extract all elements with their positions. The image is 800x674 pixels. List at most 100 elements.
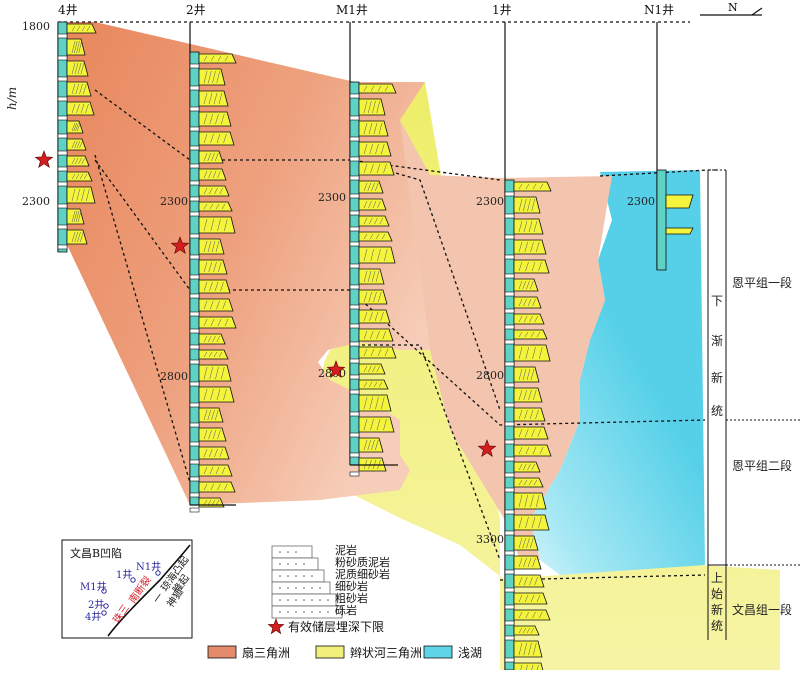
lithology-legend-grain [279, 611, 281, 613]
bed-texture-mark [209, 466, 214, 475]
sandstone-bed-1 [513, 329, 548, 340]
mudstone-thin-bed-2 [189, 459, 200, 465]
bed-texture-mark [212, 170, 217, 179]
bed-texture-mark [525, 446, 530, 455]
sandstone-bed-2 [198, 168, 227, 181]
depth-1-2800: 2800 [476, 369, 504, 382]
bed-texture-mark [518, 346, 523, 360]
mudstone-thin-bed-m1 [349, 136, 360, 142]
mudstone-thin-bed-2 [189, 180, 200, 186]
sandstone-bed-m1 [358, 416, 395, 433]
bed-texture-mark [518, 537, 523, 549]
bed-texture-mark [215, 409, 219, 421]
bed-texture-mark [85, 103, 89, 114]
well-name-1: 1井 [492, 3, 512, 17]
bed-texture-mark [518, 576, 523, 586]
bed-texture-mark [218, 92, 223, 105]
bed-texture-mark [203, 133, 208, 144]
north-arrow: N [700, 1, 763, 16]
bed-texture-mark [86, 188, 90, 202]
bed-texture-mark [530, 368, 535, 381]
depth-4-1800: 1800 [22, 20, 50, 33]
mudstone-thin-bed-1 [504, 620, 515, 626]
shallow-lake-area [530, 170, 705, 575]
bed-texture-mark [531, 428, 535, 438]
mudstone-thin-bed-4 [57, 55, 68, 61]
bed-texture-mark [212, 429, 217, 440]
lithology-legend-grain [287, 575, 289, 577]
bed-texture-mark [203, 170, 208, 179]
bed-texture-mark [532, 346, 536, 360]
bed-texture-mark [370, 330, 374, 340]
legend-shallow-lake: 浅湖 [458, 645, 482, 660]
bed-texture-mark [217, 483, 221, 491]
bed-texture-mark [213, 92, 218, 105]
sandstone-bed-m1 [358, 309, 391, 324]
bed-texture-mark [374, 311, 379, 322]
mudstone-thin-bed-1 [504, 308, 515, 314]
bed-texture-mark [527, 463, 531, 471]
bed-texture-mark [374, 217, 378, 225]
bed-texture-mark [363, 291, 368, 303]
bed-texture-mark [384, 85, 389, 92]
mudstone-thin-bed-1 [504, 324, 515, 330]
legend-braided-delta: 辫状河三角洲 [350, 646, 422, 660]
bed-texture-mark [75, 173, 80, 180]
bed-texture-mark [77, 122, 81, 132]
bed-texture-mark [525, 261, 529, 272]
mudstone-thin-bed-1 [504, 657, 515, 663]
sandstone-bed-1 [513, 492, 547, 510]
sandstone-bed-m1 [358, 328, 394, 342]
sandstone-bed-2 [198, 53, 237, 64]
bed-texture-mark [537, 428, 541, 438]
depth-2-2800: 2800 [160, 370, 188, 383]
series-lower-1: 下 [711, 294, 723, 308]
bed-texture-mark [76, 188, 80, 202]
sandstone-bed-1 [513, 592, 548, 605]
sandstone-bed-2 [198, 150, 224, 164]
bed-texture-mark [203, 113, 208, 125]
bed-texture-mark [217, 55, 222, 62]
bed-texture-mark [203, 152, 208, 162]
bed-texture-mark [203, 92, 208, 105]
bed-texture-mark [217, 170, 221, 179]
bed-texture-mark [372, 100, 376, 114]
bed-texture-mark [214, 281, 219, 292]
series-upper-4: 统 [711, 619, 723, 633]
mudstone-thin-bed-m1 [349, 115, 360, 121]
bed-texture-mark [529, 576, 533, 586]
lithology-legend-grain [295, 563, 297, 565]
lithology-legend: 泥岩 粉砂质泥岩 泥质细砂岩 细砂岩 粗砂岩 砾岩 [271, 543, 390, 619]
bed-texture-mark [218, 261, 222, 273]
bed-texture-mark [208, 170, 212, 179]
bed-texture-mark [527, 298, 532, 307]
bed-texture-mark [363, 143, 368, 155]
bed-texture-mark [518, 557, 523, 568]
legend-fine-sandstone: 细砂岩 [335, 579, 368, 593]
bed-texture-mark [532, 298, 536, 307]
sandstone-bed-m1 [358, 363, 386, 375]
sandstone-bed-4 [66, 23, 97, 34]
bed-texture-mark [203, 366, 208, 380]
bed-texture-mark [212, 70, 216, 84]
mudstone-thin-bed-m1 [349, 341, 360, 347]
mudstone-thin-bed-1 [504, 569, 515, 575]
bed-texture-mark [223, 388, 227, 401]
bed-texture-mark [203, 429, 208, 440]
bed-texture-mark [363, 200, 368, 209]
bed-texture-mark [86, 25, 91, 32]
bed-texture-mark [518, 494, 523, 508]
formation-enping-1: 恩平组一段 [732, 275, 792, 290]
bed-texture-mark [518, 446, 523, 455]
bed-texture-mark [210, 218, 214, 232]
mudstone-thin-bed-1 [504, 604, 515, 610]
bed-texture-mark [523, 389, 527, 401]
sandstone-bed-m1 [358, 379, 389, 390]
bed-texture-mark [210, 388, 214, 401]
bed-texture-mark [377, 85, 382, 92]
bed-texture-mark [215, 113, 219, 125]
bed-texture-mark [524, 315, 528, 323]
mudstone-thin-bed-2 [189, 293, 200, 299]
lithology-legend-grain [279, 587, 281, 589]
bed-texture-mark [378, 122, 383, 135]
